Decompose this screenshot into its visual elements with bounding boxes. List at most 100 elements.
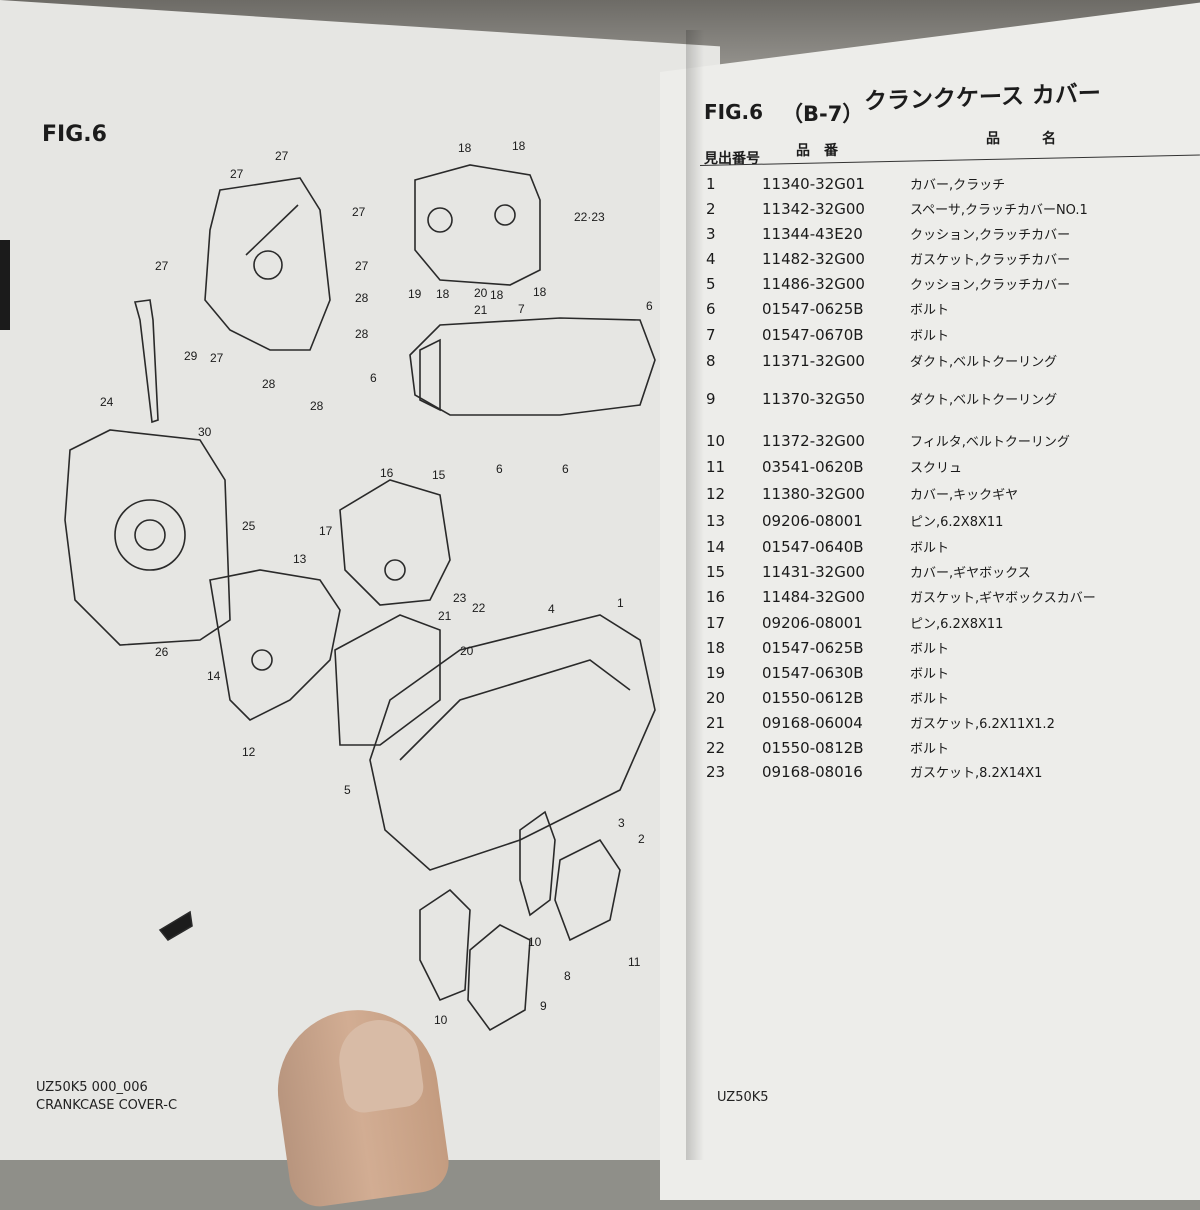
svg-text:6: 6	[646, 299, 653, 313]
table-row-part-number: 09206-08001	[762, 512, 863, 530]
book-spine-shadow	[686, 30, 704, 1160]
svg-text:18: 18	[512, 139, 526, 153]
svg-text:20: 20	[460, 644, 474, 658]
svg-text:27: 27	[155, 259, 169, 273]
svg-text:21: 21	[438, 609, 452, 623]
table-row-index: 23	[706, 763, 726, 781]
table-row-index: 4	[706, 250, 716, 268]
table-row-index: 22	[706, 739, 726, 757]
table-row-index: 19	[706, 664, 726, 682]
table-row-part-number: 01547-0640B	[762, 538, 864, 556]
table-row-part-name: ボルト	[910, 642, 950, 657]
table-row-part-number: 11484-32G00	[762, 588, 865, 606]
table-row-part-name: ボルト	[910, 692, 950, 707]
table-row-part-name: スクリュ	[910, 461, 963, 476]
svg-text:27: 27	[230, 167, 244, 181]
table-row-part-number: 11482-32G00	[762, 250, 865, 268]
footer-code-right: UZ50K5	[717, 1090, 769, 1105]
cover-upper-left	[204, 177, 331, 351]
table-row-part-name: ボルト	[910, 541, 950, 556]
svg-text:22: 22	[472, 601, 486, 615]
table-row-part-name: クッション,クラッチカバー	[910, 278, 1071, 293]
table-row-part-number: 11370-32G50	[762, 390, 865, 408]
table-row-part-number: 09206-08001	[762, 614, 863, 632]
table-row-part-name: ダクト,ベルトクーリング	[910, 393, 1058, 408]
svg-text:27: 27	[352, 205, 366, 219]
footer-name-left: CRANKCASE COVER-C	[36, 1098, 178, 1113]
table-row-part-number: 11372-32G00	[762, 432, 865, 450]
table-row-part-number: 03541-0620B	[762, 458, 864, 476]
table-row-part-number: 11371-32G00	[762, 352, 865, 370]
table-row-part-name: ガスケット,8.2X14X1	[910, 766, 1043, 781]
kick-gear-cover	[209, 569, 341, 721]
table-row-part-number: 01550-0812B	[762, 739, 864, 757]
svg-text:27: 27	[355, 259, 369, 273]
svg-text:26: 26	[155, 645, 169, 659]
clutch-cover-main	[369, 614, 656, 871]
svg-text:11: 11	[628, 955, 641, 969]
table-row-index: 21	[706, 714, 726, 732]
svg-text:14: 14	[207, 669, 221, 683]
table-row-index: 18	[706, 639, 726, 657]
svg-text:21: 21	[474, 303, 488, 317]
svg-text:28: 28	[310, 399, 324, 413]
duct-filter-c	[419, 888, 471, 1002]
svg-text:6: 6	[370, 371, 377, 385]
table-row-part-name: ピン,6.2X8X11	[910, 617, 1004, 632]
table-row-part-name: ボルト	[910, 303, 950, 318]
right-page	[660, 0, 1200, 1200]
svg-text:22·23: 22·23	[574, 210, 605, 224]
svg-text:17: 17	[319, 524, 333, 538]
svg-text:12: 12	[242, 745, 256, 759]
gearbox-cover	[339, 479, 451, 606]
footer-code-left: UZ50K5 000_006	[36, 1080, 148, 1095]
cushion	[334, 614, 441, 746]
left-page	[0, 0, 720, 1160]
table-row-part-name: ガスケット,ギヤボックスカバー	[910, 591, 1096, 606]
svg-text:9: 9	[540, 999, 547, 1013]
table-row-index: 9	[706, 390, 716, 408]
table-row-index: 15	[706, 563, 726, 581]
duct-filter-b	[554, 838, 621, 942]
table-row-part-number: 11344-43E20	[762, 225, 863, 243]
svg-text:27: 27	[275, 149, 289, 163]
table-row-part-name: カバー,ギヤボックス	[910, 566, 1031, 581]
duct-filter-d	[467, 924, 531, 1032]
svg-text:28: 28	[262, 377, 276, 391]
table-row-part-number: 01547-0670B	[762, 326, 864, 344]
svg-text:18: 18	[533, 285, 547, 299]
svg-text:8: 8	[564, 969, 571, 983]
table-row-part-number: 11380-32G00	[762, 485, 865, 503]
page-edge-tab	[0, 240, 10, 330]
svg-text:2: 2	[638, 832, 645, 846]
table-row-index: 17	[706, 614, 726, 632]
svg-text:24: 24	[100, 395, 114, 409]
table-row-part-name: ダクト,ベルトクーリング	[910, 355, 1058, 370]
fig-label-right: FIG.6	[704, 100, 764, 124]
table-row-part-name: ガスケット,クラッチカバー	[910, 253, 1071, 268]
table-row-index: 5	[706, 275, 716, 293]
svg-text:25: 25	[242, 519, 256, 533]
svg-text:20: 20	[474, 286, 488, 300]
table-row-part-name: ピン,6.2X8X11	[910, 515, 1004, 530]
table-row-part-number: 01550-0612B	[762, 689, 864, 707]
table-row-index: 13	[706, 512, 726, 530]
table-row-index: 10	[706, 432, 726, 450]
header-index: 見出番号	[704, 151, 760, 167]
svg-text:30: 30	[198, 425, 212, 439]
svg-text:18: 18	[458, 141, 472, 155]
svg-text:13: 13	[293, 552, 307, 566]
svg-text:6: 6	[496, 462, 503, 476]
table-row-part-number: 09168-06004	[762, 714, 863, 732]
svg-text:15: 15	[432, 468, 446, 482]
table-row-index: 14	[706, 538, 726, 556]
table-row-index: 16	[706, 588, 726, 606]
header-part-name: 品 名	[986, 131, 1056, 147]
table-row-part-number: 01547-0630B	[762, 664, 864, 682]
table-row-part-name: ガスケット,6.2X11X1.2	[910, 717, 1055, 732]
svg-text:18: 18	[436, 287, 450, 301]
svg-text:29: 29	[184, 349, 198, 363]
table-row-index: 20	[706, 689, 726, 707]
cover-gearbox-top	[414, 164, 541, 286]
table-row-part-number: 11340-32G01	[762, 175, 865, 193]
